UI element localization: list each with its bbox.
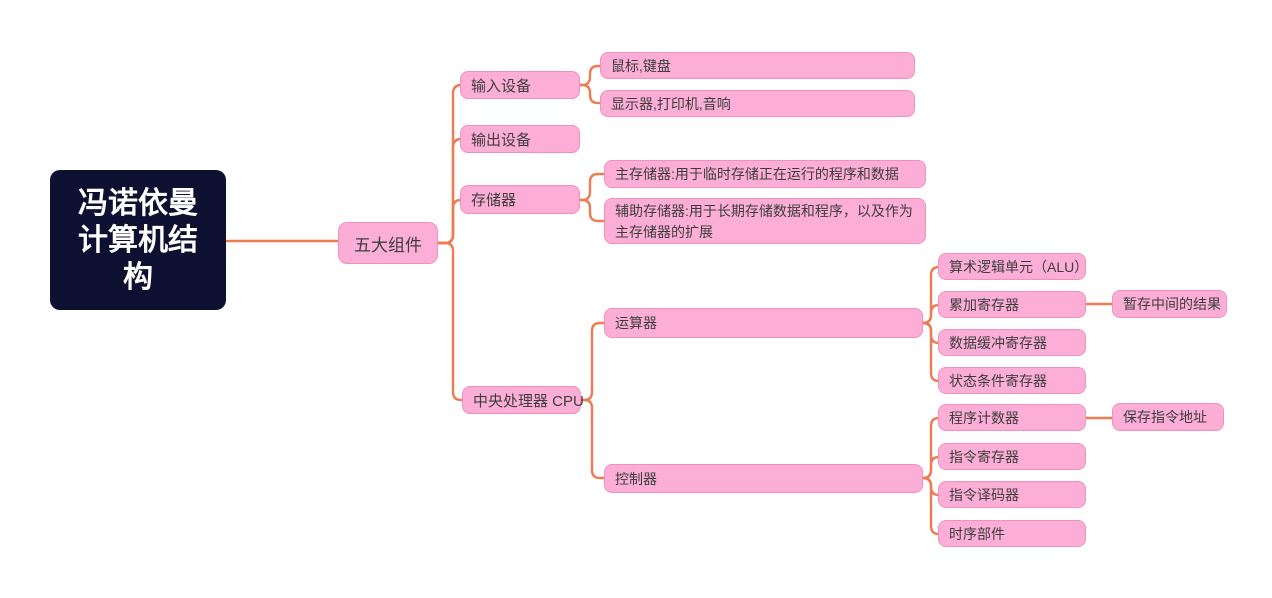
connector-control-to-instruction-register: [921, 455, 941, 480]
node-instruction-register[interactable]: 指令寄存器: [938, 443, 1086, 470]
connector-cpu-to-arithmetic-unit: [579, 321, 608, 402]
node-control-unit[interactable]: 控制器: [604, 464, 923, 493]
connector-input-to-mouse-keyboard: [578, 64, 604, 87]
node-storage[interactable]: 存储器: [460, 185, 580, 214]
node-arithmetic-unit[interactable]: 运算器: [604, 308, 923, 338]
node-display-printer-speaker[interactable]: 显示器,打印机,音响: [600, 90, 915, 117]
connector-arithmetic-to-status-register: [921, 321, 941, 383]
connector-cpu-to-control-unit: [579, 398, 608, 480]
node-program-counter[interactable]: 程序计数器: [938, 404, 1086, 431]
node-input-device[interactable]: 输入设备: [460, 71, 580, 99]
node-temp-result[interactable]: 暂存中间的结果: [1112, 290, 1227, 318]
node-data-buffer-register[interactable]: 数据缓冲寄存器: [938, 329, 1086, 356]
node-main-memory[interactable]: 主存储器:用于临时存储正在运行的程序和数据: [604, 160, 926, 188]
node-status-register[interactable]: 状态条件寄存器: [938, 367, 1086, 394]
node-instruction-decoder[interactable]: 指令译码器: [938, 481, 1086, 508]
node-output-device[interactable]: 输出设备: [460, 125, 580, 153]
connector-storage-to-aux-memory: [578, 198, 608, 223]
node-five-components[interactable]: 五大组件: [338, 222, 438, 264]
connector-input-to-display-printer: [578, 83, 604, 105]
node-alu[interactable]: 算术逻辑单元（ALU）: [938, 253, 1088, 280]
connector-control-to-timing-unit: [921, 476, 941, 536]
node-mouse-keyboard[interactable]: 鼠标,键盘: [600, 52, 915, 79]
node-accumulator[interactable]: 累加寄存器: [938, 291, 1086, 318]
connector-five-to-cpu: [436, 241, 468, 402]
node-root-von-neumann[interactable]: 冯诺依曼计算机结构: [50, 170, 226, 310]
connector-five-to-input-device: [436, 83, 466, 245]
node-timing-unit[interactable]: 时序部件: [938, 520, 1086, 547]
node-save-instruction-address[interactable]: 保存指令地址: [1112, 403, 1224, 431]
connector-storage-to-main-memory: [578, 172, 608, 202]
node-cpu[interactable]: 中央处理器 CPU: [462, 386, 584, 414]
node-aux-memory[interactable]: 辅助存储器:用于长期存储数据和程序，以及作为主存储器的扩展: [604, 198, 926, 244]
connector-arithmetic-to-accumulator: [921, 303, 941, 325]
